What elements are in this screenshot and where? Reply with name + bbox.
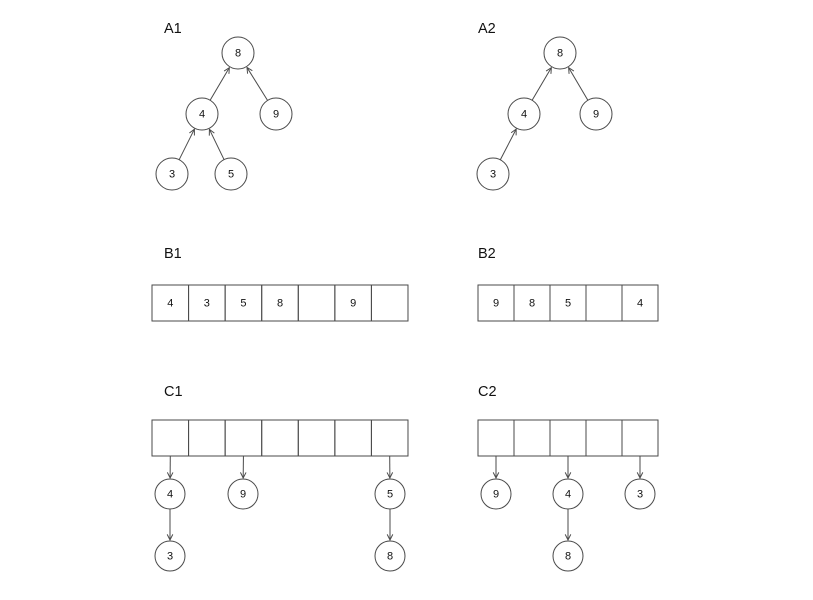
array-cell-value: 8 (529, 298, 535, 310)
array-cell (334, 419, 372, 457)
edge-arrow (531, 68, 551, 101)
edge-arrow (569, 68, 589, 101)
panel-b2: B2 9 8 5 4 (477, 246, 659, 322)
panel-label: C1 (164, 384, 183, 400)
node-circle (507, 97, 541, 131)
node-circle (155, 157, 189, 191)
node-value: 8 (565, 551, 571, 563)
node-circle (154, 540, 186, 572)
panel-label: B1 (164, 246, 182, 262)
node-value: 9 (240, 489, 246, 501)
node-value: 3 (167, 551, 173, 563)
array-cell-value: 9 (493, 298, 499, 310)
node-value: 8 (387, 551, 393, 563)
array-cell-value: 5 (565, 298, 571, 310)
node-value: 8 (557, 48, 563, 60)
array-cell-value: 3 (204, 298, 210, 310)
node-value: 3 (490, 169, 496, 181)
node-value: 9 (273, 109, 279, 121)
node-circle (185, 97, 219, 131)
node-circle (374, 478, 406, 510)
node-value: 3 (169, 169, 175, 181)
array-cell (297, 419, 336, 457)
array-cell (621, 284, 659, 322)
array-cell-value: 8 (277, 298, 283, 310)
edge-arrow (209, 68, 229, 101)
panel-c1: C1 4 9 5 3 8 (151, 384, 409, 572)
node-circle (579, 97, 613, 131)
array-cell (370, 419, 409, 457)
edge-arrow (209, 129, 225, 160)
panel-label: A2 (478, 21, 496, 37)
node-circle (259, 97, 293, 131)
node-circle (154, 478, 186, 510)
panel-a2: A2 8 4 9 3 (476, 21, 613, 191)
array-cell (151, 419, 190, 457)
array-cell (621, 419, 659, 457)
node-value: 3 (637, 489, 643, 501)
node-circle (552, 478, 584, 510)
node-value: 9 (593, 109, 599, 121)
array-cell (370, 284, 409, 322)
array-cell (585, 419, 623, 457)
node-circle (552, 540, 584, 572)
node-value: 9 (493, 489, 499, 501)
node-value: 5 (387, 489, 393, 501)
array-cell (297, 284, 336, 322)
node-value: 4 (199, 109, 205, 121)
node-circle (374, 540, 406, 572)
node-circle (227, 478, 259, 510)
array-cell-value: 4 (637, 298, 643, 310)
node-value: 4 (167, 489, 173, 501)
node-value: 4 (521, 109, 527, 121)
panel-c2: C2 9 4 3 8 (477, 384, 659, 572)
array-cell-value: 4 (167, 298, 173, 310)
array-cell-value: 5 (240, 298, 246, 310)
panel-label: A1 (164, 21, 182, 37)
edge-arrow (499, 129, 516, 161)
node-circle (214, 157, 248, 191)
array-cell (477, 419, 515, 457)
node-circle (480, 478, 512, 510)
node-circle (624, 478, 656, 510)
array-cell (513, 419, 551, 457)
edge-arrow (247, 67, 268, 101)
panel-a1: A1 8 4 9 3 5 (155, 21, 293, 191)
node-value: 5 (228, 169, 234, 181)
array-cell (261, 419, 299, 457)
panel-label: B2 (478, 246, 496, 262)
node-circle (476, 157, 510, 191)
array-cell (585, 284, 623, 322)
node-value: 4 (565, 489, 571, 501)
edge-arrow (178, 129, 194, 160)
node-circle (221, 36, 255, 70)
array-cell-value: 9 (350, 298, 356, 310)
array-cell (188, 419, 226, 457)
panel-label: C2 (478, 384, 497, 400)
array-cell (224, 419, 263, 457)
array-cell (549, 419, 587, 457)
node-value: 8 (235, 48, 241, 60)
node-circle (543, 36, 577, 70)
panel-b1: B1 4 3 5 8 9 (151, 246, 409, 322)
